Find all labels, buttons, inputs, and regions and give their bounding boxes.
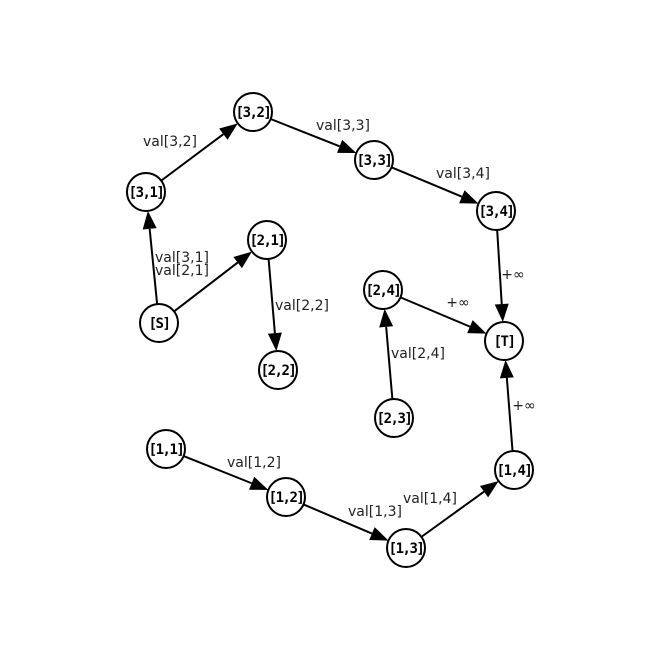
- node-label: [3,1]: [129, 185, 164, 201]
- arrowhead-icon: [479, 481, 499, 498]
- node-label: [2,1]: [250, 233, 285, 249]
- edge-label: val[3,2]: [143, 134, 197, 150]
- arrowhead-icon: [379, 308, 394, 328]
- node-T: [T]: [484, 321, 524, 361]
- edge-line: [420, 490, 485, 538]
- edge-e-11-12: [183, 455, 269, 490]
- node-n12: [1,2]: [266, 477, 306, 517]
- node-label: [1,1]: [149, 442, 184, 458]
- node-circle: [494, 450, 534, 490]
- node-circle: [484, 321, 524, 361]
- edge-line: [183, 455, 253, 485]
- node-n11: [1,1]: [146, 429, 186, 469]
- edge-e-34-t: [494, 229, 509, 323]
- edge-line: [505, 377, 514, 452]
- node-circle: [258, 350, 298, 390]
- node-circle: [247, 220, 287, 260]
- edge-line: [400, 296, 471, 328]
- node-n21: [2,1]: [247, 220, 287, 260]
- edge-label: val[1,3]: [348, 504, 402, 520]
- edge-e-12-13: [303, 503, 389, 541]
- arrowhead-icon: [467, 320, 487, 334]
- arrowhead-icon: [233, 251, 252, 269]
- arrowhead-icon: [459, 190, 479, 204]
- edge-e-23-24: [379, 308, 394, 400]
- edge-line: [270, 118, 340, 148]
- node-n31: [3,1]: [126, 172, 166, 212]
- edge-labels-layer: val[2,1]val[3,1] val[3,2] val[3,3] val[3,4]…: [143, 118, 536, 520]
- node-circle: [386, 528, 426, 568]
- node-n22: [2,2]: [258, 350, 298, 390]
- arrowhead-icon: [142, 210, 157, 230]
- node-n23: [2,3]: [374, 398, 414, 438]
- node-label: [3,3]: [357, 153, 392, 169]
- edge-e-32-33: [270, 118, 357, 153]
- arrowhead-icon: [219, 123, 238, 140]
- edge-line: [160, 133, 224, 182]
- edge-label: val[2,1]: [155, 263, 209, 279]
- edge-e-14-t: [499, 359, 514, 452]
- node-label: [2,2]: [261, 363, 296, 379]
- edge-line: [148, 228, 159, 305]
- node-n33: [3,3]: [354, 140, 394, 180]
- node-label: [1,4]: [497, 463, 532, 479]
- node-n34: [3,4]: [476, 191, 516, 231]
- node-circle: [363, 270, 403, 310]
- edge-label: val[1,4]: [403, 491, 457, 507]
- node-label: [1,3]: [389, 541, 424, 557]
- node-circle: [374, 398, 414, 438]
- edge-line: [173, 261, 239, 313]
- edge-line: [267, 258, 276, 334]
- edge-line: [385, 326, 394, 400]
- node-circle: [139, 303, 179, 343]
- node-label: [3,2]: [236, 105, 271, 121]
- node-circle: [233, 92, 273, 132]
- edge-label: val[3,1]: [155, 250, 209, 266]
- edge-e-13-14: [420, 481, 499, 538]
- edge-e-s-21: [173, 251, 252, 313]
- node-n13: [1,3]: [386, 528, 426, 568]
- node-n24: [2,4]: [363, 270, 403, 310]
- node-label: [T]: [494, 334, 515, 350]
- edge-line: [391, 166, 463, 198]
- edge-label: val[2,4]: [391, 346, 445, 362]
- node-label: [2,4]: [366, 283, 401, 299]
- node-circle: [266, 477, 306, 517]
- edge-label: val[2,2]: [275, 298, 329, 314]
- nodes-layer: [S] [T] [1,1] [1,2] [1,3] [1,4] [2,1] [2,2] [2,3…: [126, 92, 534, 568]
- edge-e-31-32: [160, 123, 238, 182]
- node-label: [2,3]: [377, 411, 412, 427]
- node-n32: [3,2]: [233, 92, 273, 132]
- node-S: [S]: [139, 303, 179, 343]
- node-label: [S]: [149, 316, 170, 332]
- edge-e-33-34: [391, 166, 479, 204]
- edge-label: val[3,3]: [316, 118, 370, 134]
- edge-line: [496, 229, 503, 305]
- edge-label: val[3,4]: [436, 166, 490, 182]
- node-label: [3,4]: [479, 204, 514, 220]
- arrowhead-icon: [499, 359, 514, 379]
- arrowhead-icon: [369, 527, 389, 541]
- edge-line: [303, 503, 373, 535]
- arrowhead-icon: [337, 139, 357, 153]
- node-label: [1,2]: [269, 490, 304, 506]
- edge-label: val[1,2]: [227, 455, 281, 471]
- edge-label: +∞: [512, 398, 535, 414]
- node-circle: [146, 429, 186, 469]
- edge-e-24-t: [400, 296, 487, 334]
- edge-e-21-22: [267, 258, 282, 352]
- edge-e-s-31: [142, 210, 159, 305]
- arrowhead-icon: [494, 303, 509, 323]
- edges-layer: [142, 118, 514, 541]
- edge-label: +∞: [446, 295, 469, 311]
- node-circle: [126, 172, 166, 212]
- node-circle: [476, 191, 516, 231]
- arrowhead-icon: [249, 476, 269, 490]
- node-n14: [1,4]: [494, 450, 534, 490]
- arrowhead-icon: [267, 332, 282, 352]
- edge-label: +∞: [501, 267, 524, 283]
- node-circle: [354, 140, 394, 180]
